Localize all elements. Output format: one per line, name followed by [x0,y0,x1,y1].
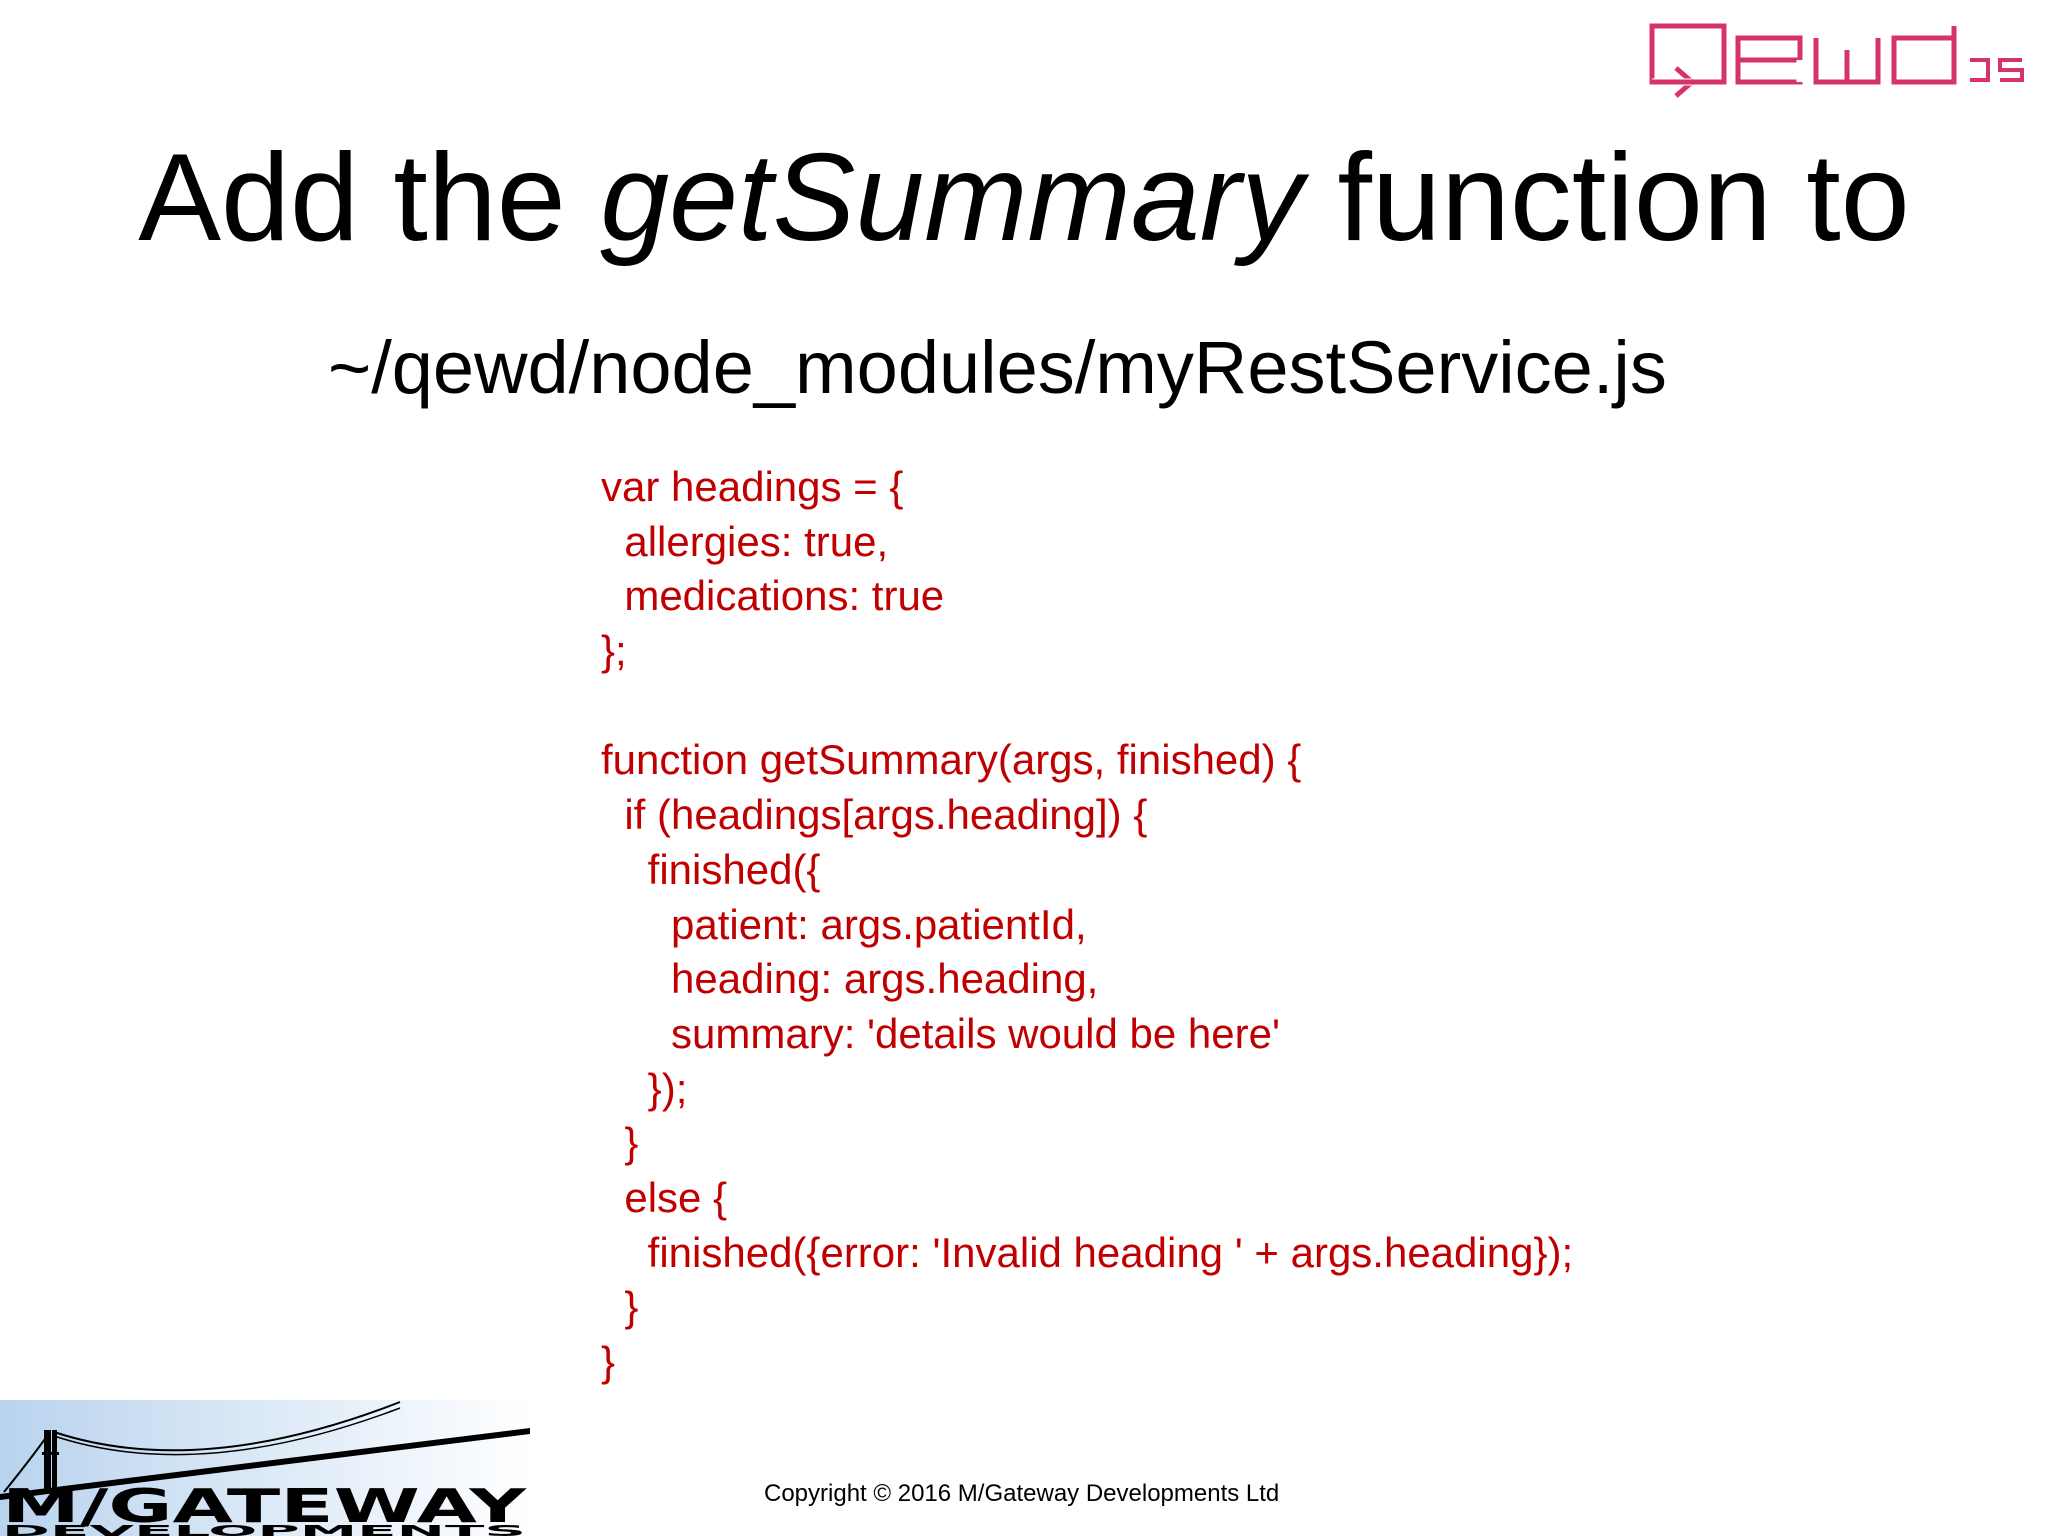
code-line: } [601,1119,639,1167]
title-emphasis: getSummary [600,129,1304,267]
file-path-subtitle: ~/qewd/node_modules/myRestService.js [328,326,1667,409]
code-line: function getSummary(args, finished) { [601,736,1302,784]
code-line: }); [601,1064,688,1112]
slide-title: Add the getSummary function to [0,128,2048,268]
code-line: patient: args.patientId, [601,900,1087,948]
code-line: finished({ [601,845,821,893]
code-line: } [601,1338,616,1385]
code-block: var headings = { allergies: true, medica… [601,460,1573,1390]
code-line: }; [601,627,627,675]
mgateway-bridge-logo: M/GATEWAY DEVELOPMENTS [0,1400,530,1536]
code-line: allergies: true, [601,517,889,565]
code-line: } [601,1283,639,1331]
code-line: if (headings[args.heading]) { [601,791,1148,839]
mgateway-logo-text: M/GATEWAY [2,1479,527,1533]
code-line: finished({error: 'Invalid heading ' + ar… [601,1228,1574,1276]
code-line: medications: true [601,572,945,620]
code-line: summary: 'details would be here' [601,1009,1280,1057]
title-prefix: Add the [138,129,601,267]
mgateway-logo-subtext: DEVELOPMENTS [2,1522,526,1536]
code-line: var headings = { [601,463,904,510]
title-suffix: function to [1303,129,1910,267]
qewd-js-logo [1649,23,2024,98]
code-line: heading: args.heading, [601,955,1099,1003]
copyright-notice: Copyright © 2016 M/Gateway Developments … [764,1480,1280,1507]
code-line [601,679,1573,734]
code-line: else { [601,1173,728,1221]
